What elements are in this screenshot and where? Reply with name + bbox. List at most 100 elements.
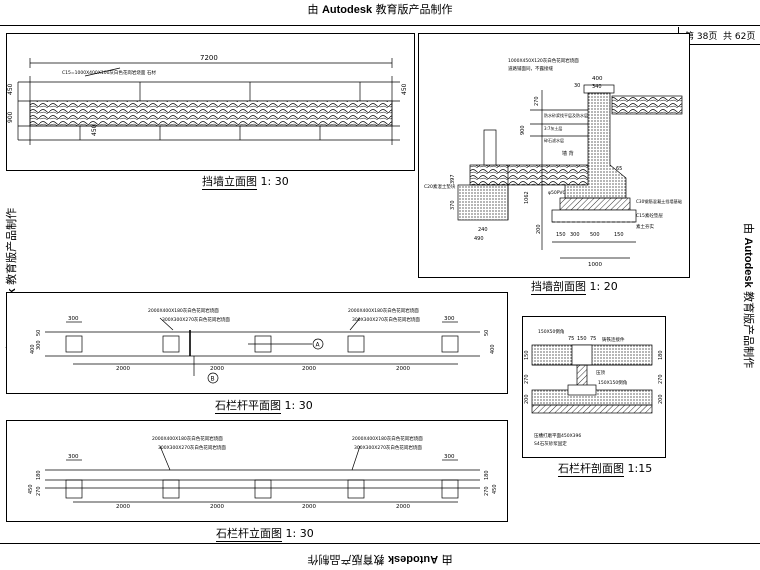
elev-note3: 2000X400X180灰白色花岗岩烧面 [352,435,423,442]
plan-dim-300b: 300 [444,316,455,322]
plan-note3: 2000X400X180灰白色花岗岩烧面 [348,307,419,314]
elev-dim-r270: 270 [484,486,490,496]
plan-span-2: 2000 [210,366,224,372]
elev-dim-450: 450 [28,484,34,494]
caption-rail-plan: 石栏杆平面图 1: 30 [215,399,313,414]
rail-elevation-drawing [45,445,480,503]
dim-sec-500: 500 [590,232,600,238]
rsec-top2: 铸铁连接件 [602,336,625,343]
panel-wall-section [418,33,690,278]
elev-dim-270: 270 [36,486,42,496]
dim-sec-200: 200 [536,224,542,234]
dim-wall-450: 450 [7,83,14,95]
dim-sec-1062: 1062 [524,191,530,204]
plan-dim-50: 50 [36,330,42,336]
rsec-mid: 压顶 [596,370,605,376]
dim-sec-1000: 1000 [588,262,602,268]
rail-section-drawing [531,344,653,414]
elev-note4: 300X300X270灰白色花岗岩烧面 [354,444,422,451]
rsec-bottom2: S4石灰砂浆固定 [534,440,567,447]
plan-span-3: 2000 [302,366,316,372]
label-layer3: 碎石滤水层 [544,137,564,143]
rsec-dim-l150: 150 [524,350,530,360]
elev-dim-r180: 180 [484,470,490,480]
rsec-dim-75a: 75 [568,336,574,342]
dim-sec-400: 400 [592,76,603,82]
plan-marker-b: B [211,376,215,383]
panel-rail-plan [6,292,508,394]
rsec-dim-r180: 180 [658,350,664,360]
dim-sec-150: 150 [556,232,566,238]
caption-rail-elevation: 石栏杆立面图 1: 30 [216,527,314,542]
border-line-bottom [0,543,760,544]
rsec-dim-r270: 270 [658,374,664,384]
wall-elevation-drawing [17,58,400,145]
caption-wall-elevation: 挡墙立面图 1: 30 [202,175,289,190]
elev-dim-300b: 300 [444,454,455,460]
dim-sec-370: 370 [450,200,456,210]
wall-elevation-note: C15=1000X400X100灰白色花岗岩烧面 石材 [62,69,156,76]
label-layer1: 防水砂浆找平层及防水层 [544,112,588,118]
rsec-dim-75b: 75 [590,336,596,342]
plan-span-4: 2000 [396,366,410,372]
label-layer2: 3:7灰土层 [544,125,562,131]
page-current: 第 38页 [685,32,718,42]
plan-span-1: 2000 [116,366,130,372]
rail-plan-drawing [45,317,480,384]
dim-7200: 7200 [200,54,218,62]
rsec-dim-r200: 200 [658,394,664,404]
plan-dim-300: 300 [36,340,42,350]
plan-dim-400: 400 [30,344,36,354]
label-c30: C30钢筋混凝土挡墙基础 [636,198,682,205]
caption-wall-section: 挡墙剖面图 1: 20 [531,280,618,295]
dim-wall-900: 900 [7,111,14,123]
dim-sec-300: 300 [570,232,580,238]
elev-note2: 300X300X270灰白色花岗岩烧面 [158,444,226,451]
rsec-top: 150X50倒角 [538,328,564,335]
elev-span-4: 2000 [396,504,410,510]
dim-sec-340: 340 [592,84,602,90]
caption-rail-section: 石栏杆剖面图 1:15 [558,462,653,477]
elev-span-2: 2000 [210,504,224,510]
label-c15: C15素砼垫层 [636,212,663,219]
dim-sec-490: 490 [474,236,484,242]
plan-note1: 2000X400X180灰白色花岗岩烧面 [148,307,219,314]
dim-sec-270: 270 [534,96,540,106]
elev-dim-180: 180 [36,470,42,480]
elev-span-1: 2000 [116,504,130,510]
plan-dim-300a: 300 [68,316,79,322]
label-c20: C20素混土垫块 [424,183,456,190]
dim-sec-150b: 150 [614,232,624,238]
dim-sec-240: 240 [478,227,488,233]
plan-dim-r50: 50 [484,330,490,336]
page-total: 共 62页 [723,32,756,42]
dim-sec-30: 30 [574,83,580,89]
rsec-bottom: 压槽打磨平面450X396 [534,432,581,439]
dim-wall-450b: 450 [91,124,98,136]
elev-note1: 2000X400X180灰白色花岗岩烧面 [152,435,223,442]
section-note-top2: 道路铺面同，不露接缝 [508,65,553,72]
panel-rail-elevation [6,420,508,522]
dim-sec-65: 65 [616,166,622,172]
border-line-top [0,25,760,26]
label-soil: 素土夯实 [636,223,654,230]
rsec-mid2: 150X150倒角 [598,379,627,386]
label-fill: 墙 背 [562,150,574,157]
rsec-dim-l270: 270 [524,374,530,384]
wall-section-drawing [457,84,683,259]
dim-sec-397: 397 [450,174,456,184]
plan-marker-a: A [316,342,321,349]
plan-dim-r400: 400 [490,344,496,354]
watermark-top: 由 Autodesk 教育版产品制作 [307,3,453,16]
section-note-top: 1000X450X120灰白色花岗岩烧面 [508,57,579,64]
plan-note4: 300X300X270灰白色花岗岩烧面 [352,316,420,323]
label-pipe: φ50PVC [548,190,566,196]
elev-dim-r450: 450 [492,484,498,494]
plan-note2: 300X300X270灰白色花岗岩烧面 [162,316,230,323]
rsec-dim-150: 150 [577,336,587,342]
elev-span-3: 2000 [302,504,316,510]
rsec-dim-l200: 200 [524,394,530,404]
dim-wall-r450: 450 [401,83,408,95]
dim-sec-900: 900 [520,125,526,135]
